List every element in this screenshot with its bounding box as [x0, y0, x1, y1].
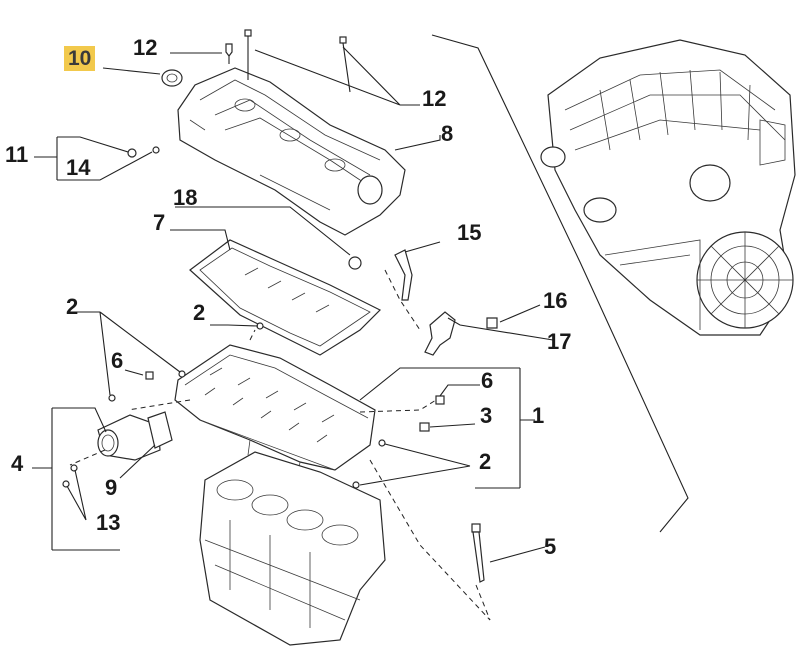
callout-14: 14: [66, 155, 91, 180]
cover-bolts: [225, 29, 351, 93]
thermostat-housing: [97, 414, 161, 461]
cover-gasket: [189, 239, 382, 356]
callout-4: 4: [11, 451, 24, 476]
callout-6-right: 6: [481, 368, 494, 393]
grommet-18: [348, 256, 362, 270]
callout-2-mid: 2: [193, 300, 206, 325]
callout-12-top: 12: [133, 35, 158, 60]
callout-11: 11: [5, 142, 29, 167]
callout-15: 15: [457, 220, 482, 245]
callout-3: 3: [480, 403, 493, 428]
bolt-16: [486, 317, 498, 329]
plug-11: [127, 148, 137, 158]
cylinder-head-cover: [177, 67, 406, 236]
housing-gasket-9: [147, 411, 173, 449]
callout-9: 9: [105, 475, 118, 500]
callout-2-left: 2: [66, 294, 79, 319]
engine-block: [199, 451, 386, 646]
callout-8: 8: [441, 121, 454, 146]
callout-1: 1: [532, 403, 545, 428]
oil-filler-seal: [161, 69, 183, 87]
cylinder-head: [174, 344, 376, 476]
head-bolt-5: [471, 523, 485, 583]
callout-16: 16: [543, 288, 568, 313]
callout-13: 13: [96, 510, 121, 535]
callout-12-right: 12: [422, 86, 447, 111]
callout-7: 7: [153, 210, 166, 235]
callout-5: 5: [544, 534, 557, 559]
callout-18: 18: [173, 185, 198, 210]
leader-lines: [32, 34, 689, 621]
washer-14: [152, 146, 160, 154]
callout-2-right: 2: [479, 449, 492, 474]
callout-10: 10: [64, 46, 96, 71]
assembled-engine-illustration: [540, 39, 796, 336]
bracket-15: [394, 249, 413, 301]
callout-17: 17: [547, 329, 572, 354]
callout-6-left: 6: [111, 348, 124, 373]
bracket-17: [424, 311, 456, 356]
